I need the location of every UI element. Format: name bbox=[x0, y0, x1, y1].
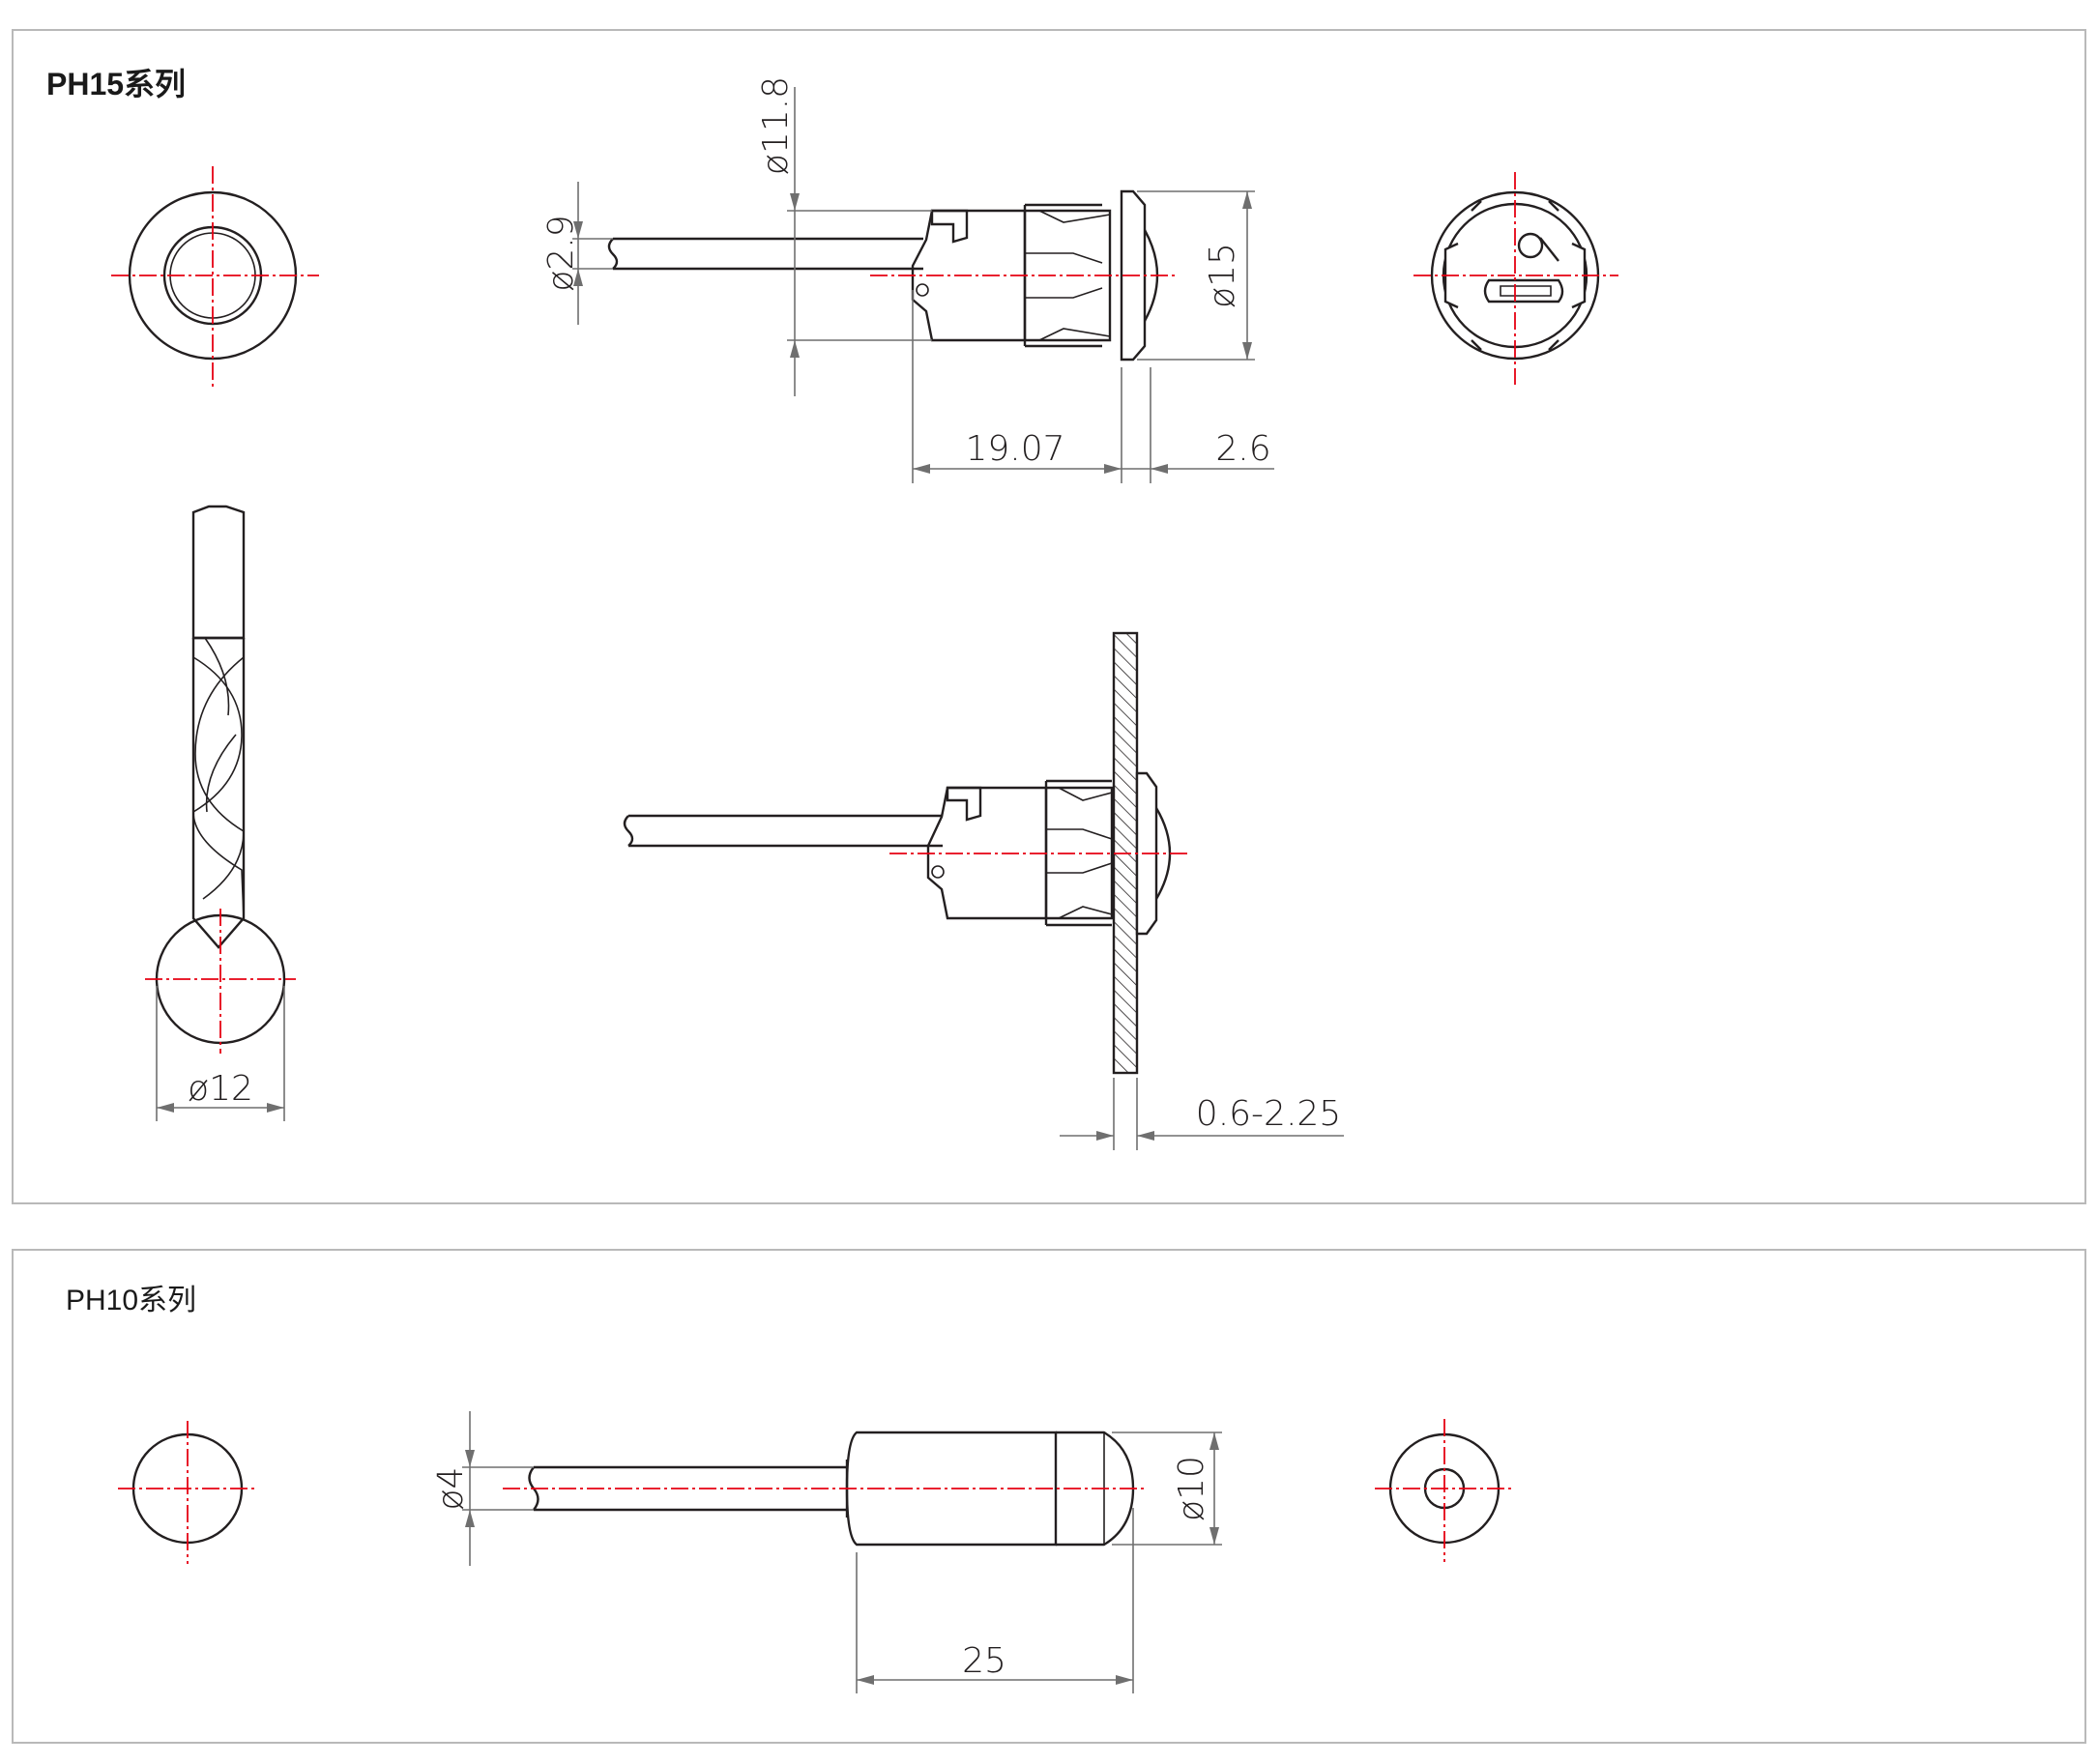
ph15-drill-bit: ø12 bbox=[145, 505, 296, 1121]
ph15-side-view: ø2.9 ø11.8 ø15 19.07 2.6 bbox=[541, 76, 1274, 483]
dim-ph15-cable-diameter: ø2.9 bbox=[541, 215, 581, 291]
ph15-rear-view bbox=[1413, 172, 1618, 385]
dim-ph15-panel-thickness: 0.6-2.25 bbox=[1196, 1094, 1341, 1134]
dim-ph15-length: 19.07 bbox=[965, 429, 1064, 469]
ph15-installed-view: 0.6-2.25 bbox=[623, 631, 1344, 1150]
dim-ph15-drill-diameter: ø12 bbox=[188, 1069, 253, 1109]
dim-ph15-flange-diameter: ø15 bbox=[1203, 243, 1242, 308]
ph10-panel: PH10系列 bbox=[12, 1249, 2086, 1744]
dim-ph10-cable-diameter: ø4 bbox=[431, 1467, 471, 1511]
dim-ph10-length: 25 bbox=[962, 1641, 1006, 1681]
ph10-side-view: ø4 ø10 25 bbox=[431, 1411, 1222, 1693]
ph15-panel: PH15系列 bbox=[12, 29, 2086, 1204]
ph10-series-title: PH10系列 bbox=[66, 1285, 197, 1316]
dim-ph10-body-diameter: ø10 bbox=[1172, 1456, 1211, 1521]
ph15-front-view bbox=[111, 166, 319, 387]
dim-ph15-flange-thickness: 2.6 bbox=[1215, 429, 1270, 469]
ph10-front-view bbox=[118, 1421, 257, 1564]
dim-ph15-body-diameter: ø11.8 bbox=[756, 76, 796, 175]
ph15-series-title: PH15系列 bbox=[46, 67, 187, 101]
ph10-rear-view bbox=[1375, 1419, 1514, 1562]
